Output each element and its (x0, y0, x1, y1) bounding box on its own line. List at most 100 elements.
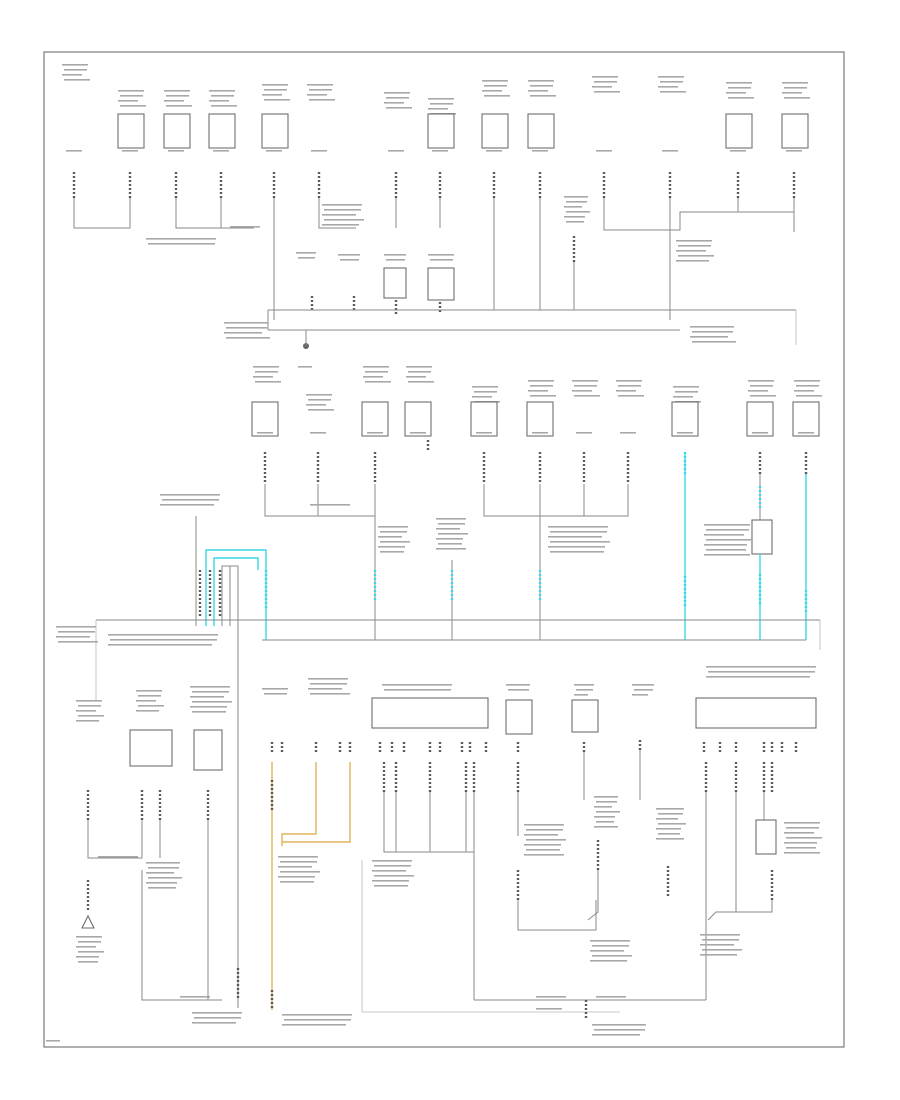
illegible-label-line (64, 69, 87, 71)
illegible-label-line (56, 636, 90, 638)
illegible-label-line (78, 961, 98, 963)
illegible-label-line (78, 705, 101, 707)
illegible-label-line (322, 204, 362, 206)
sensor-box (193, 729, 223, 771)
illegible-label-line (166, 95, 189, 97)
illegible-label-line (224, 332, 262, 334)
illegible-label-line (374, 875, 414, 877)
illegible-label-line (226, 337, 270, 339)
illegible-label-line (255, 371, 278, 373)
illegible-label-line (576, 689, 593, 691)
illegible-label-line (58, 631, 95, 633)
component-box (571, 699, 599, 733)
illegible-label-line (536, 996, 566, 998)
illegible-label-line (278, 876, 315, 878)
illegible-label-line (678, 245, 711, 247)
component-box (481, 113, 509, 149)
illegible-label-line (338, 254, 360, 256)
illegible-label-line (280, 871, 320, 873)
illegible-label-line (282, 1014, 352, 1016)
illegible-label-line (590, 940, 630, 942)
illegible-label-line (618, 385, 641, 387)
illegible-label-line (596, 811, 620, 813)
illegible-label-line (796, 385, 819, 387)
illegible-label-line (548, 536, 602, 538)
illegible-label-line (209, 100, 229, 102)
illegible-label-line (192, 691, 229, 693)
illegible-label-line (257, 432, 273, 434)
illegible-label-line (310, 504, 350, 506)
illegible-label-line (438, 523, 465, 525)
illegible-label-line (750, 395, 776, 397)
illegible-label-line (432, 150, 448, 152)
illegible-label-line (110, 639, 217, 641)
illegible-label-line (472, 386, 498, 388)
illegible-label-line (700, 944, 734, 946)
component-box (527, 113, 555, 149)
illegible-label-line (120, 105, 146, 107)
illegible-label-line (436, 528, 460, 530)
wire-path (175, 198, 222, 229)
illegible-label-line (794, 380, 820, 382)
illegible-label-line (692, 331, 733, 333)
illegible-label-line (676, 250, 706, 252)
illegible-label-line (148, 877, 182, 879)
illegible-label-line (148, 867, 179, 869)
illegible-label-line (574, 385, 597, 387)
illegible-label-line (162, 499, 219, 501)
illegible-label-line (784, 842, 817, 844)
illegible-label-line (78, 941, 101, 943)
illegible-label-line (108, 644, 212, 646)
illegible-label-line (76, 936, 102, 938)
illegible-label-line (280, 881, 314, 883)
illegible-label-line (594, 826, 618, 828)
highlighted-wire (213, 557, 259, 626)
illegible-label-line (594, 806, 612, 808)
illegible-label-line (430, 259, 453, 261)
illegible-label-line (704, 554, 750, 556)
illegible-label-line (596, 996, 626, 998)
illegible-label-line (146, 862, 180, 864)
illegible-label-line (702, 939, 739, 941)
illegible-label-line (374, 865, 411, 867)
illegible-label-line (406, 376, 426, 378)
illegible-label-line (530, 395, 556, 397)
illegible-label-line (675, 391, 698, 393)
illegible-label-line (530, 385, 553, 387)
illegible-label-line (658, 833, 680, 835)
wire-path (87, 820, 143, 859)
illegible-label-line (363, 366, 389, 368)
illegible-label-line (62, 64, 88, 66)
illegible-label-line (296, 252, 316, 254)
illegible-label-line (576, 432, 592, 434)
illegible-label-line (590, 960, 627, 962)
illegible-label-line (76, 720, 99, 722)
illegible-label-line (280, 861, 317, 863)
illegible-label-line (784, 822, 820, 824)
illegible-label-line (56, 626, 96, 628)
illegible-label-line (380, 551, 404, 553)
illegible-label-line (796, 395, 822, 397)
illegible-label-line (592, 1024, 646, 1026)
illegible-label-line (482, 80, 508, 82)
illegible-label-line (365, 381, 391, 383)
illegible-label-line (384, 254, 406, 256)
illegible-label-line (658, 823, 686, 825)
illegible-label-line (438, 543, 462, 545)
illegible-label-line (700, 954, 737, 956)
illegible-label-line (548, 546, 605, 548)
illegible-label-line (524, 854, 564, 856)
diode-box (755, 819, 777, 855)
illegible-label-line (307, 94, 327, 96)
illegible-label-line (528, 380, 554, 382)
illegible-label-line (786, 827, 819, 829)
illegible-label-line (786, 150, 802, 152)
illegible-label-line (748, 390, 768, 392)
illegible-label-line (484, 85, 507, 87)
illegible-label-line (148, 887, 176, 889)
illegible-label-line (310, 432, 326, 434)
wire-path (587, 870, 599, 921)
illegible-label-line (704, 534, 744, 536)
illegible-label-line (526, 849, 560, 851)
illegible-label-line (786, 837, 822, 839)
